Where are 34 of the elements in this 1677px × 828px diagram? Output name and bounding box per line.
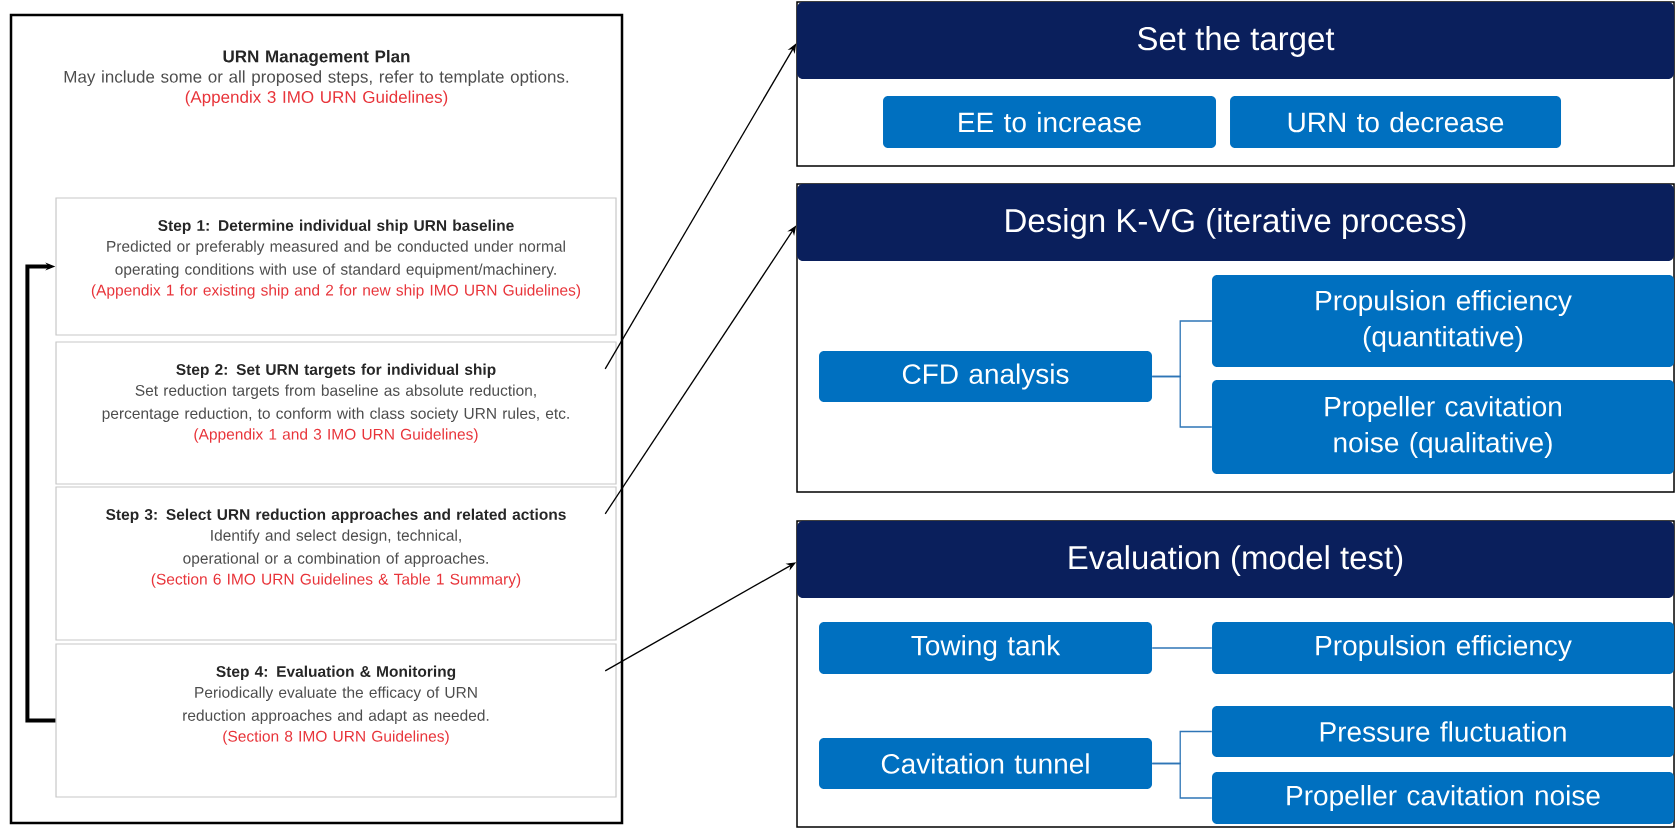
process-box: Propulsion efficiency (quantitative) xyxy=(1212,275,1674,367)
step-title: Step 4: Evaluation & Monitoring xyxy=(216,665,456,681)
step-guideline-reference: (Section 6 IMO URN Guidelines & Table 1 Summary) xyxy=(151,573,521,588)
process-box: CFD analysis xyxy=(819,351,1152,402)
step-box xyxy=(55,341,617,485)
step-description: Periodically evaluate the efficacy of URN reduction approaches and adapt as needed. xyxy=(183,686,489,724)
process-box: Cavitation tunnel xyxy=(819,738,1152,789)
step-guideline-reference: (Appendix 1 and 3 IMO URN Guidelines) xyxy=(194,428,478,443)
step-box xyxy=(55,486,617,641)
process-box: Propulsion efficiency xyxy=(1212,622,1674,674)
step-box xyxy=(55,197,617,336)
plan-frame xyxy=(9,13,624,825)
process-box: Towing tank xyxy=(819,622,1152,674)
plan-title: URN Management Plan xyxy=(223,49,410,66)
process-box: Propeller cavitation noise xyxy=(1212,772,1674,824)
connector-line xyxy=(1151,762,1213,799)
connector-line xyxy=(1151,375,1213,428)
step-description: Predicted or preferably measured and be conducted under normal operating conditions with use of standard equipment/machinery. xyxy=(107,240,565,278)
process-box: Propeller cavitation noise (qualitative) xyxy=(1212,380,1674,474)
step-title: Step 3: Select URN reduction approaches and related actions xyxy=(106,508,566,524)
step-description: Identify and select design, technical, operational or a combination of approaches. xyxy=(183,529,488,567)
process-box: EE to increase xyxy=(883,96,1216,148)
step-box xyxy=(55,643,617,798)
plan-description: May include some or all proposed steps, refer to template options. xyxy=(64,70,569,87)
connector-line xyxy=(1151,647,1213,649)
step-title: Step 1: Determine individual ship URN baseline xyxy=(158,219,514,235)
step-description: Set reduction targets from baseline as absolute reduction, percentage reduction, to conform with class society URN rules, etc. xyxy=(102,384,569,422)
step-guideline-reference: (Section 8 IMO URN Guidelines) xyxy=(223,730,449,745)
plan-guideline-reference: (Appendix 3 IMO URN Guidelines) xyxy=(185,90,448,107)
feedback-arrow xyxy=(25,262,56,723)
process-box: URN to decrease xyxy=(1230,96,1561,148)
step-guideline-reference: (Appendix 1 for existing ship and 2 for new ship IMO URN Guidelines) xyxy=(91,284,581,299)
process-box: Pressure fluctuation xyxy=(1212,706,1674,757)
step-title: Step 2: Set URN targets for individual ship xyxy=(176,363,496,379)
